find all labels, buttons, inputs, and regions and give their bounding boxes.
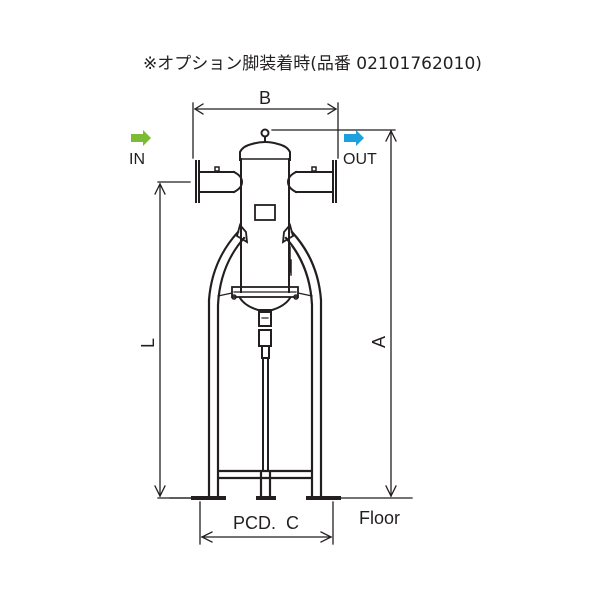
floor-label: Floor — [359, 508, 400, 528]
dimension-pcd-c — [199, 501, 334, 545]
option-leg-caption: ※オプション脚装着時(品番 02101762010) — [143, 54, 482, 74]
dimension-a-label: A — [369, 336, 389, 348]
dimension-a — [271, 129, 413, 499]
in-label: IN — [129, 151, 145, 168]
right-arrow-blue-icon — [344, 130, 364, 146]
drain-valve — [258, 311, 272, 471]
filter-housing — [239, 128, 292, 293]
dimension-l-label: L — [138, 338, 158, 348]
dimension-l — [154, 181, 193, 499]
dimension-b-label: B — [259, 88, 271, 108]
right-arrow-green-icon — [131, 130, 151, 146]
outlet-nozzle — [286, 160, 337, 203]
support-legs — [207, 223, 323, 497]
bottom-flange — [231, 286, 299, 311]
inlet-nozzle — [195, 160, 244, 203]
out-label: OUT — [343, 151, 377, 168]
dimension-pcd-c-label: PCD. C — [233, 513, 299, 533]
